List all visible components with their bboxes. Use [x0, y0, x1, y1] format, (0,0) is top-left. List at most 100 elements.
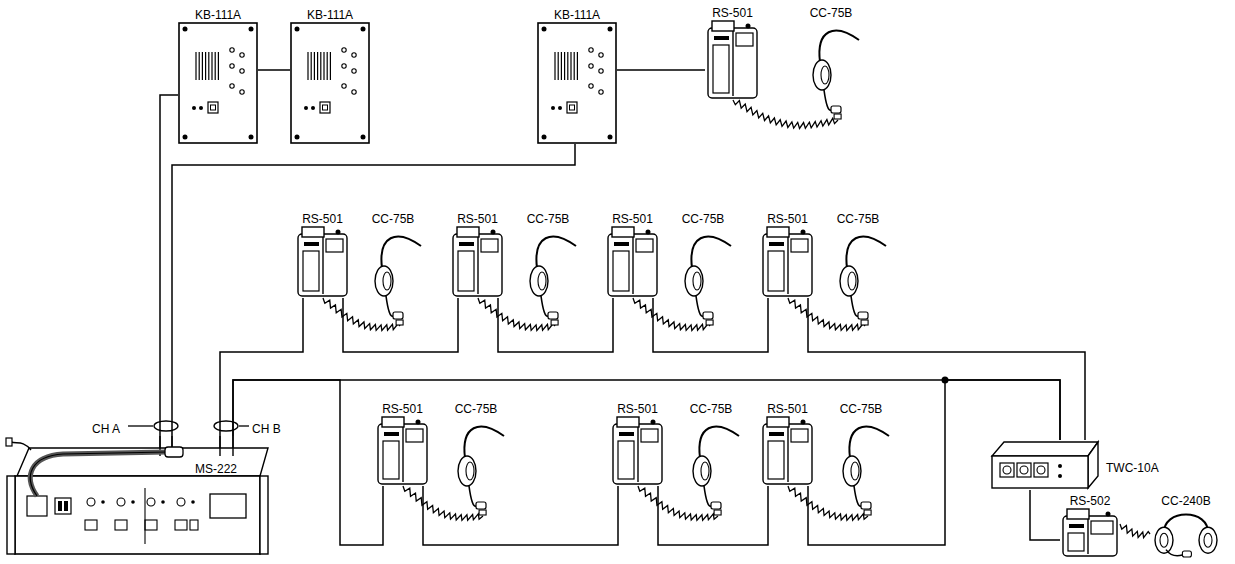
panel-key — [599, 53, 603, 57]
part-label: MS-222 — [195, 462, 237, 476]
headset: CC-240B — [1150, 494, 1222, 560]
headband — [846, 237, 886, 268]
earpiece-pad — [821, 66, 829, 84]
headband — [381, 237, 421, 268]
headset: CC-75B — [362, 212, 424, 326]
connector-pin — [1020, 466, 1028, 474]
key-panel: KB-111A — [178, 8, 258, 144]
mic-boom — [851, 296, 858, 316]
mounting-screw — [249, 135, 254, 140]
panel-key — [352, 53, 356, 57]
chassis-front — [15, 476, 260, 554]
speaker-grille — [561, 52, 562, 80]
belt-pack-knob — [801, 420, 806, 425]
part-label: CC-75B — [672, 212, 734, 226]
belt-pack-knob — [801, 230, 806, 235]
label-holder: CH A — [90, 419, 122, 437]
connector-pin — [1003, 466, 1011, 474]
power-led — [1058, 464, 1062, 468]
mic-boom — [541, 296, 548, 316]
belt-pack-top — [767, 417, 789, 427]
channel-label: CH A — [90, 422, 122, 436]
headset: CC-75B — [827, 212, 889, 326]
mic-capsule — [858, 312, 868, 319]
panel-outline — [538, 23, 616, 143]
channel-button — [85, 520, 97, 530]
mic-capsule — [548, 312, 558, 319]
device-drawing — [1060, 508, 1120, 558]
speaker-grille — [317, 52, 318, 80]
belt-pack-top — [382, 417, 404, 427]
mic-socket — [27, 496, 47, 516]
mic-capsule — [393, 312, 403, 319]
connector-pin — [1037, 466, 1045, 474]
panel-led — [304, 106, 308, 110]
intercom-cable — [423, 486, 618, 545]
belt-pack-panel — [791, 239, 808, 252]
panel-led — [199, 106, 203, 110]
headset-plug — [706, 320, 713, 325]
power-led — [1058, 474, 1062, 478]
earpiece — [840, 266, 858, 296]
intercom-cable — [498, 298, 613, 352]
device-drawing — [362, 226, 424, 326]
coiled-cord — [478, 298, 555, 330]
belt-pack-top — [457, 227, 479, 237]
part-label: CC-75B — [680, 402, 742, 416]
mic-boom — [386, 296, 393, 316]
belt-pack-panel — [406, 429, 423, 442]
device-drawing — [800, 20, 862, 120]
belt-pack-strip — [304, 242, 319, 246]
speaker-grille — [570, 52, 571, 80]
panel-led — [311, 106, 315, 110]
belt-pack-panel — [326, 239, 343, 252]
panel-key — [230, 48, 234, 52]
part-label: RS-501 — [295, 212, 350, 226]
belt-pack-body — [608, 234, 657, 296]
belt-pack-panel — [636, 239, 653, 252]
belt-pack-body — [763, 234, 812, 296]
device-drawing — [705, 20, 760, 100]
speaker-grille — [554, 52, 555, 80]
device-drawing — [760, 226, 815, 298]
talk-button — [208, 102, 218, 113]
gooseneck-mic — [30, 452, 167, 496]
belt-pack-front — [618, 441, 634, 479]
channel-knob — [147, 498, 155, 506]
earpiece-pad — [701, 462, 709, 480]
part-label: RS-501 — [610, 402, 665, 416]
belt-pack: RS-501 — [375, 402, 430, 486]
power-cord — [11, 442, 31, 450]
part-label: CC-75B — [517, 212, 579, 226]
earpiece-pad — [1160, 533, 1168, 547]
belt-pack: RS-501 — [610, 402, 665, 486]
belt-pack-top — [1067, 509, 1089, 519]
device-drawing — [680, 416, 742, 516]
junction-dot — [942, 377, 949, 384]
earpiece-pad — [693, 272, 701, 290]
coiled-cord — [788, 486, 868, 520]
rack-ear — [7, 476, 15, 554]
device-drawing — [610, 416, 665, 486]
box-front — [992, 456, 1088, 488]
earpiece — [375, 266, 393, 296]
panel-divider — [144, 488, 145, 544]
key-panel: KB-111A — [290, 8, 370, 144]
device-drawing — [375, 416, 430, 486]
cable-stub — [232, 436, 233, 458]
speaker-grille — [330, 52, 331, 80]
mic-capsule — [1182, 551, 1191, 557]
mounting-screw — [295, 27, 300, 32]
speaker-grille — [205, 52, 206, 80]
panel-key — [589, 84, 593, 88]
belt-pack: RS-502 — [1060, 494, 1120, 558]
mounting-screw — [361, 27, 366, 32]
earpiece — [843, 456, 861, 486]
talk-button — [211, 105, 216, 110]
headset-plug — [551, 320, 558, 325]
panel-key — [230, 84, 234, 88]
belt-pack-body — [613, 424, 662, 484]
belt-pack-strip — [714, 36, 729, 40]
mic-head — [165, 447, 183, 457]
speaker-grille — [211, 52, 212, 80]
